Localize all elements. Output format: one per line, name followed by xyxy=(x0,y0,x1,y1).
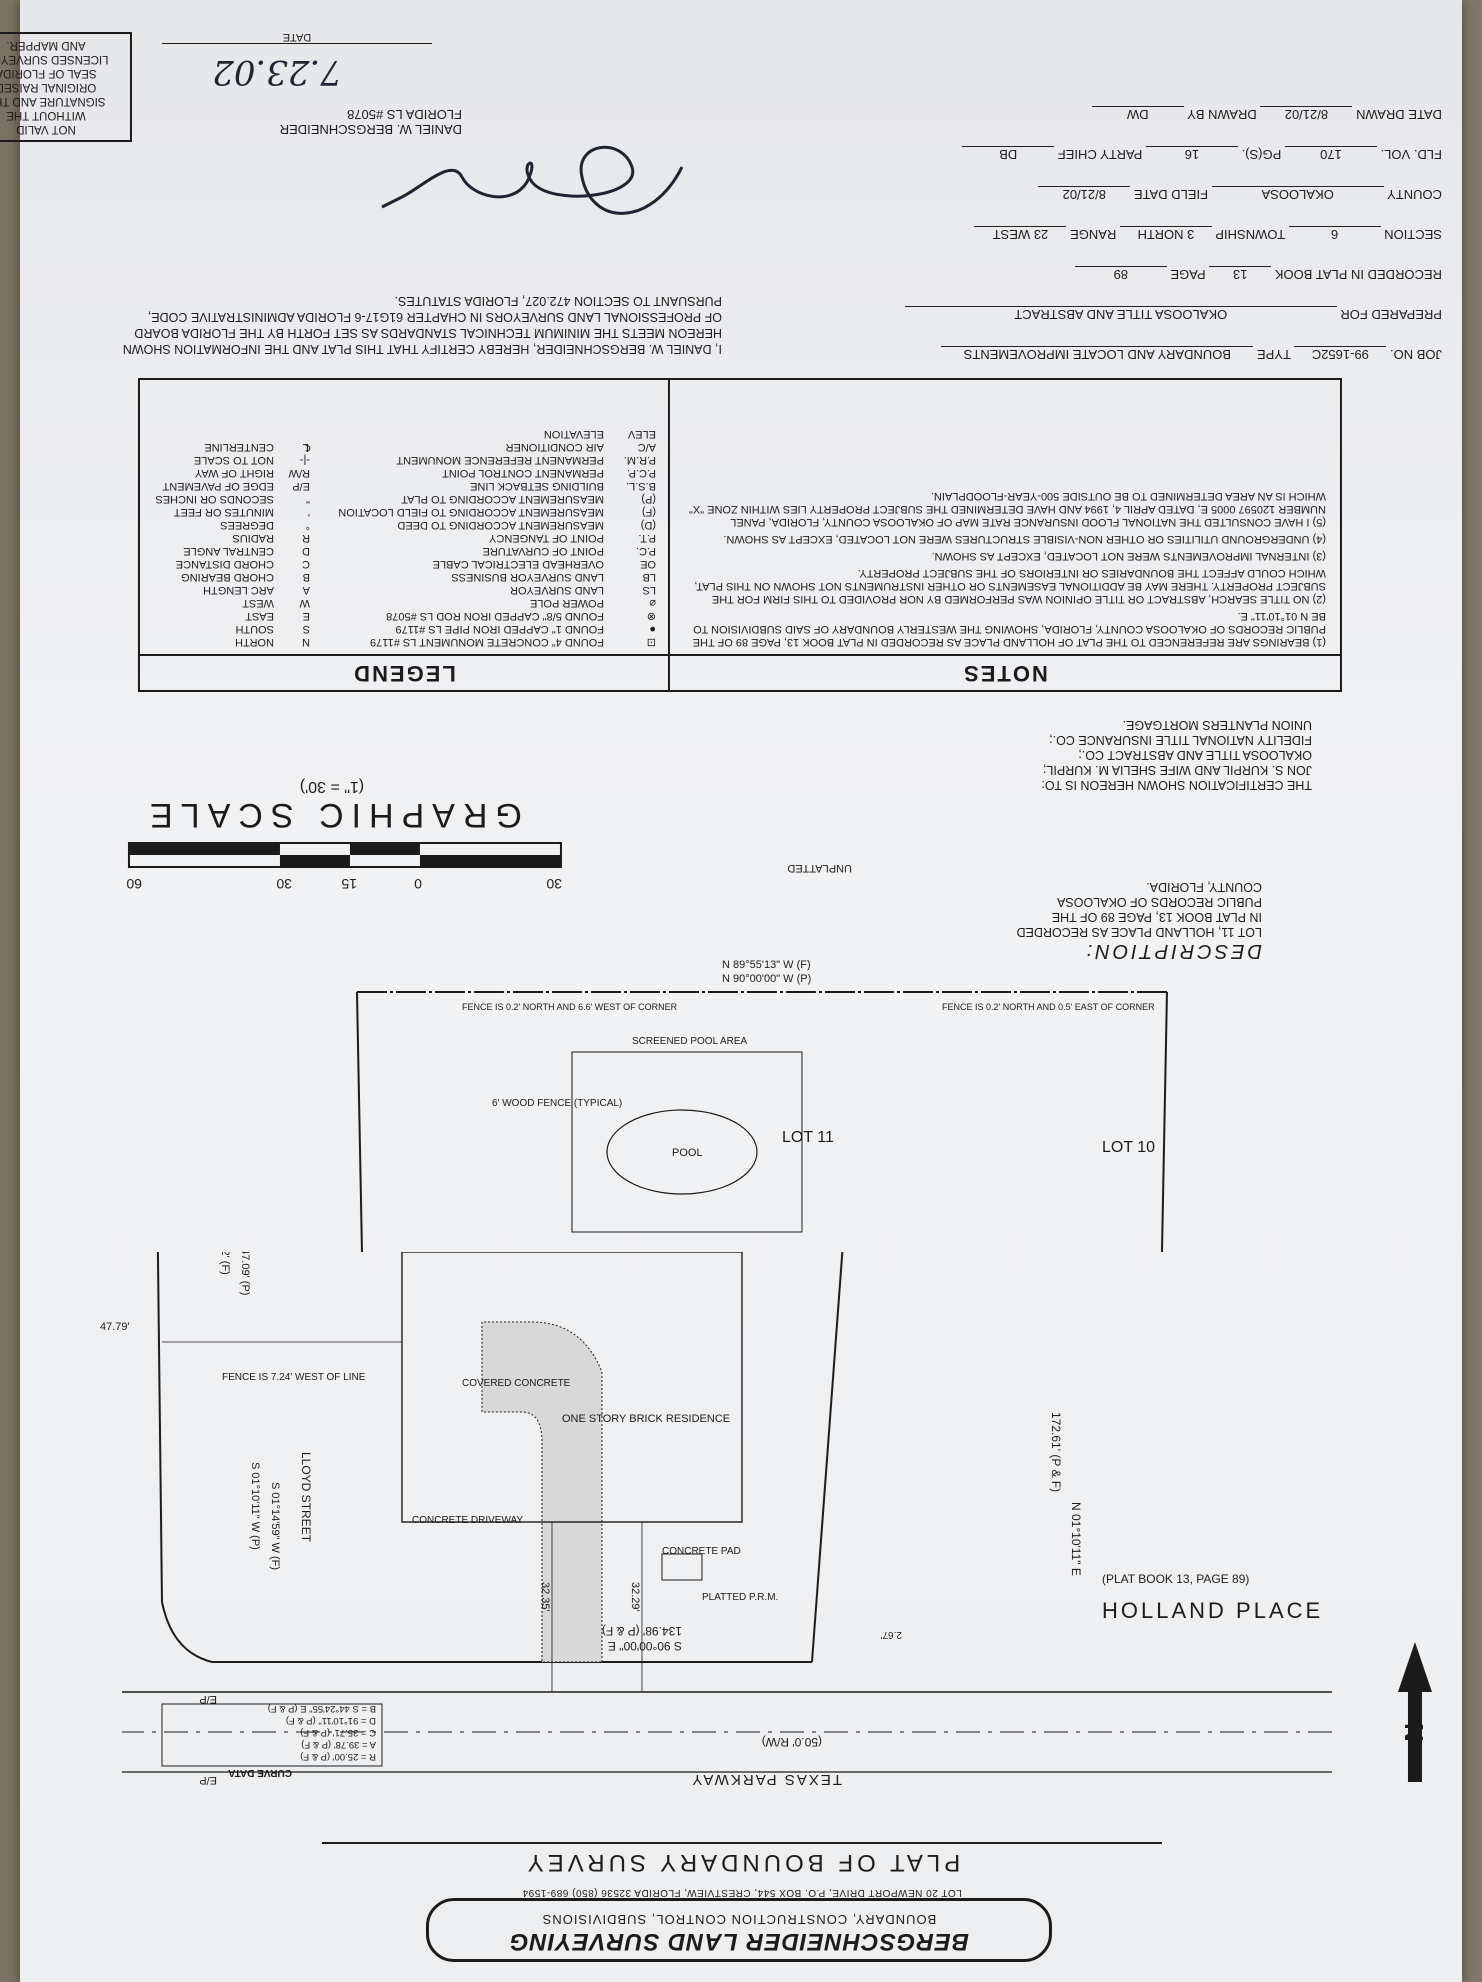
svg-text:FENCE IS 7.24' WEST OF LINE: FENCE IS 7.24' WEST OF LINE xyxy=(222,1372,366,1383)
north-arrow-icon: N xyxy=(1398,1642,1432,1782)
svg-text:S 01°10'11" W (P): S 01°10'11" W (P) xyxy=(249,1462,261,1550)
svg-text:CONCRETE DRIVEWAY: CONCRETE DRIVEWAY xyxy=(412,1515,523,1526)
signature xyxy=(381,145,684,215)
notes-title: NOTES xyxy=(962,661,1048,686)
legend-list-right: NNORTH SSOUTH EEAST WWEST AARC LENGTH BC… xyxy=(155,441,310,648)
surveyor-name: DANIEL W. BERGSCHNEIDER FLORIDA LS #5078 xyxy=(279,107,462,137)
svg-text:(50.0' R/W): (50.0' R/W) xyxy=(762,1735,822,1749)
svg-text:PLATTED P.R.M.: PLATTED P.R.M. xyxy=(702,1592,778,1603)
svg-text:COVERED CONCRETE: COVERED CONCRETE xyxy=(462,1378,571,1389)
holland-place-label: HOLLAND PLACE xyxy=(1102,1598,1323,1623)
svg-text:LLOYD STREET: LLOYD STREET xyxy=(299,1452,313,1543)
plat-title: PLAT OF BOUNDARY SURVEY xyxy=(322,1842,1162,1876)
svg-text:POOL: POOL xyxy=(672,1147,703,1159)
svg-text:E/P: E/P xyxy=(199,1774,217,1786)
certification-to-block: THE CERTIFICATION SHOWN HEREON IS TO: JO… xyxy=(1041,718,1312,792)
company-banner: BERGSCHNEIDER LAND SURVEYING BOUNDARY, C… xyxy=(426,1898,1052,1962)
certify-statement: I, DANIEL W. BERGSCHNEIDER, HEREBY CERTI… xyxy=(122,294,722,356)
company-address: LOT 20 NEWPORT DRIVE, P.O. BOX 544, CRES… xyxy=(522,1887,962,1898)
svg-text:(PLAT BOOK 13, PAGE 89): (PLAT BOOK 13, PAGE 89) xyxy=(1102,1572,1249,1586)
svg-text:B = S 44°24'55" E (P & F): B = S 44°24'55" E (P & F) xyxy=(268,1703,376,1714)
graphic-scale: 30 0 15 30 60 GRAPHIC SCALE (1" = 30') xyxy=(102,777,562,892)
legend-list-left: ⊡FOUND 4" CONCRETE MONUMENT LS #1179 ●FO… xyxy=(338,428,656,648)
unplatted-label: UNPLATTED xyxy=(787,862,852,874)
scale-title: GRAPHIC SCALE xyxy=(142,796,522,834)
svg-text:ONE STORY BRICK RESIDENCE: ONE STORY BRICK RESIDENCE xyxy=(562,1413,730,1425)
svg-text:E/P: E/P xyxy=(199,1693,217,1705)
svg-text:S 01°14'59" W (F): S 01°14'59" W (F) xyxy=(269,1482,281,1570)
texas-parkway-label: TEXAS PARKWAY xyxy=(690,1771,842,1788)
svg-text:FENCE IS 0.2' NORTH AND 6.6' W: FENCE IS 0.2' NORTH AND 6.6' WEST OF COR… xyxy=(462,1002,678,1012)
lot-11-label: LOT 11 xyxy=(782,1129,834,1146)
legend-title: LEGEND xyxy=(352,661,456,686)
svg-text:R = 25.00' (P & F): R = 25.00' (P & F) xyxy=(300,1751,376,1762)
scale-bar xyxy=(128,842,562,868)
description-title: DESCRIPTION: xyxy=(1083,940,1262,962)
company-name: BERGSCHNEIDER LAND SURVEYING xyxy=(508,1928,970,1955)
house-footprint xyxy=(401,1252,743,1523)
svg-text:32.35': 32.35' xyxy=(539,1582,551,1612)
svg-text:D = 91°10'11" (P & F): D = 91°10'11" (P & F) xyxy=(286,1715,376,1726)
svg-text:N 90°00'00" W (P): N 90°00'00" W (P) xyxy=(722,973,811,985)
description-block: DESCRIPTION: LOT 11, HOLLAND PLACE AS RE… xyxy=(782,879,1262,962)
lot-boundary xyxy=(156,1252,853,1663)
pool xyxy=(606,1109,758,1195)
svg-text:N: N xyxy=(1399,1723,1429,1742)
notes-list: (1) BEARINGS ARE REFERENCED TO THE PLAT … xyxy=(688,490,1326,648)
plat-drawing: N E/P E/P TEXAS PARKWAY (50.0' R/W) CURV… xyxy=(100,1252,1432,1788)
svg-text:N 89°55'13" W (F): N 89°55'13" W (F) xyxy=(722,959,811,971)
svg-text:SCREENED POOL AREA: SCREENED POOL AREA xyxy=(632,1036,748,1047)
svg-text:2.67': 2.67' xyxy=(881,1629,902,1640)
svg-text:A = 39.78' (P & F): A = 39.78' (P & F) xyxy=(301,1739,376,1750)
job-info-block: JOB NO. 99-1652C TYPE BOUNDARY AND LOCAT… xyxy=(742,2,1442,362)
svg-text:147.32' (F): 147.32' (F) xyxy=(219,1252,231,1275)
svg-text:32.29': 32.29' xyxy=(629,1582,641,1612)
svg-text:C = 35.71' (P & F): C = 35.71' (P & F) xyxy=(300,1727,376,1738)
screened-pool-area xyxy=(571,1051,803,1233)
concrete-pad xyxy=(661,1553,703,1581)
svg-text:CONCRETE PAD: CONCRETE PAD xyxy=(662,1546,741,1557)
svg-text:N 01°10'11" E: N 01°10'11" E xyxy=(1069,1502,1083,1576)
notes-legend-frame: NOTES LEGEND (1) BEARINGS ARE REFERENCED… xyxy=(138,378,1342,692)
company-services: BOUNDARY, CONSTRUCTION CONTROL, SUBDIVIS… xyxy=(541,1912,937,1927)
signature-date: 7.23.02 xyxy=(212,52,342,92)
svg-text:172.61' (P & F): 172.61' (P & F) xyxy=(1049,1412,1063,1492)
curve-data-table: CURVE DATA R = 25.00' (P & F) A = 39.78'… xyxy=(161,1703,383,1778)
svg-text:S 90°00'00" E: S 90°00'00" E xyxy=(608,1639,682,1653)
svg-text:47.79': 47.79' xyxy=(100,1321,130,1333)
plat-drawing-lower: POOL SCREENED POOL AREA 6' WOOD FENCE (T… xyxy=(356,959,1168,1252)
svg-text:6' WOOD FENCE (TYPICAL): 6' WOOD FENCE (TYPICAL) xyxy=(492,1098,622,1109)
svg-text:FENCE IS 0.2' NORTH AND 0.5' E: FENCE IS 0.2' NORTH AND 0.5' EAST OF COR… xyxy=(942,1002,1155,1012)
lot-10-label: LOT 10 xyxy=(1102,1139,1155,1156)
svg-text:CURVE DATA: CURVE DATA xyxy=(228,1767,292,1778)
concrete-driveway xyxy=(481,1321,603,1663)
svg-text:147.09' (P): 147.09' (P) xyxy=(239,1252,251,1295)
